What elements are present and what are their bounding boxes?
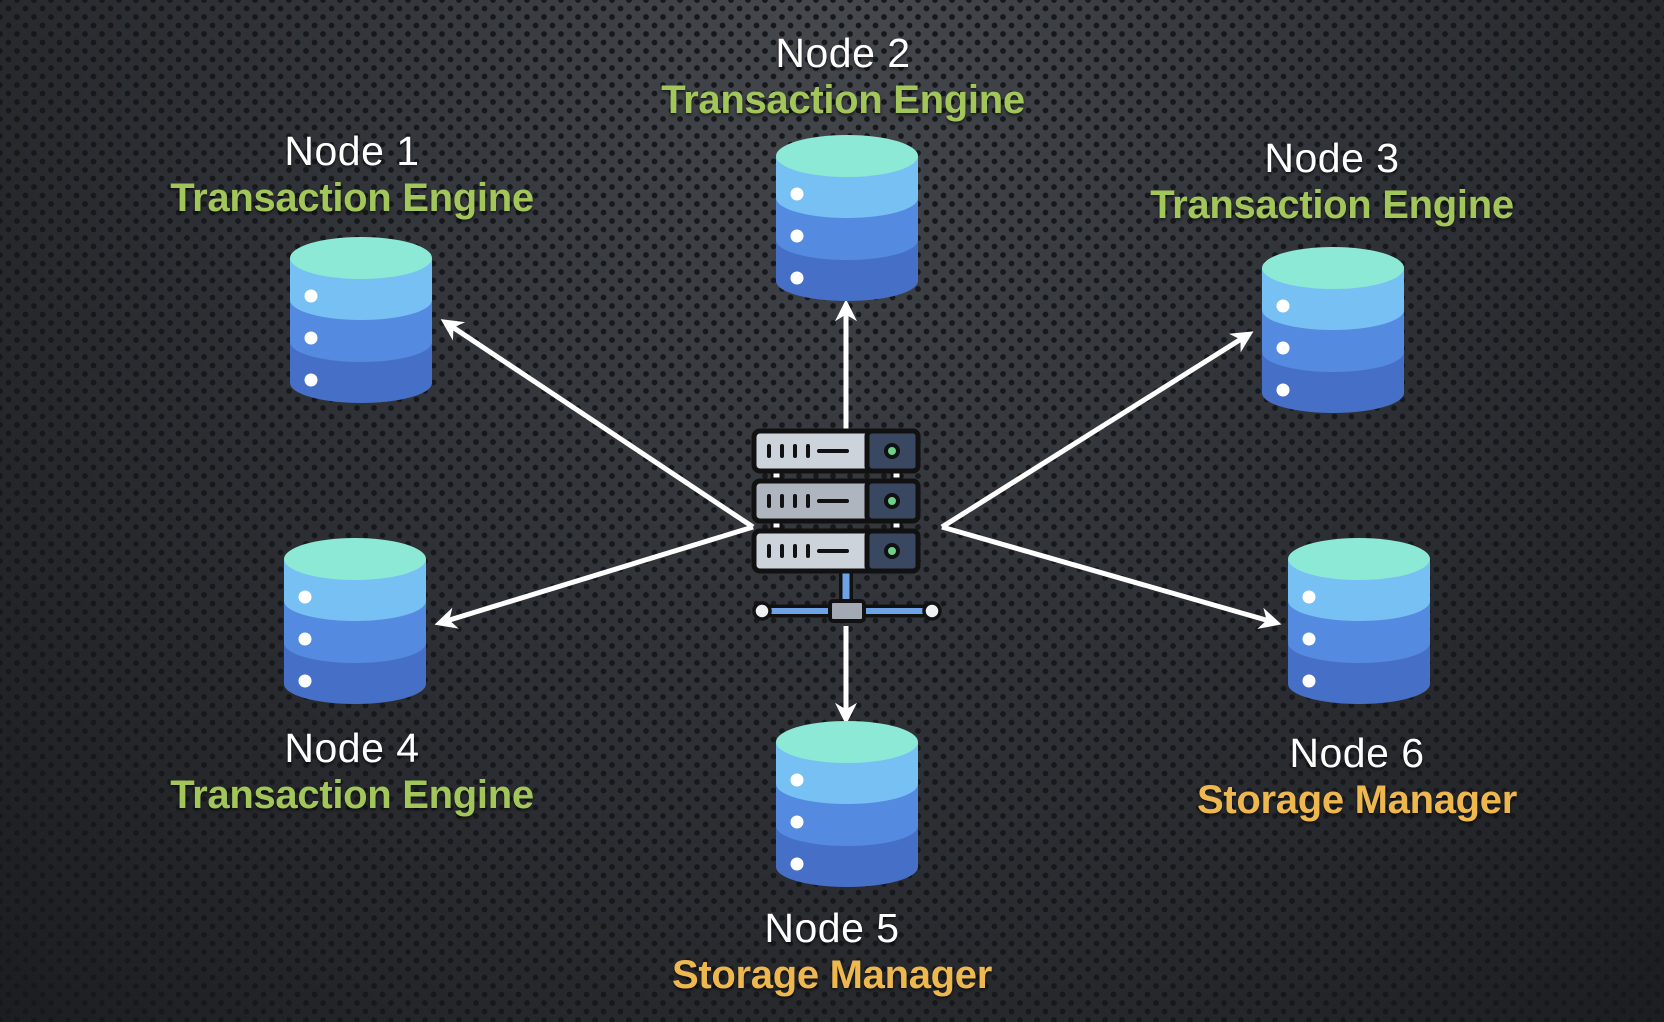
- node-4-database-icon: [284, 538, 426, 704]
- edges-group: [434, 299, 1282, 725]
- node-5-database-icon: [776, 721, 918, 887]
- node-6-database-icon: [1288, 538, 1430, 704]
- server-unit-2: [751, 478, 921, 524]
- node-2-role: Transaction Engine: [661, 78, 1025, 123]
- node-4-role: Transaction Engine: [170, 773, 534, 818]
- node-1-role: Transaction Engine: [170, 176, 534, 221]
- server-rack-icon: [751, 428, 942, 623]
- node-3-label: Node 3 Transaction Engine: [1150, 135, 1514, 228]
- node-5-name: Node 5: [764, 905, 900, 951]
- node-1-label: Node 1 Transaction Engine: [170, 128, 534, 221]
- server-unit-3: [751, 528, 921, 574]
- node-1-database-icon: [290, 237, 432, 403]
- arrow-hub-to-node-3: [940, 331, 1254, 530]
- server-unit-1: [751, 428, 921, 474]
- node-6-role: Storage Manager: [1196, 778, 1518, 823]
- node-3-database-icon: [1262, 247, 1404, 413]
- node-5-role: Storage Manager: [671, 953, 993, 998]
- arrow-hub-to-node-1: [440, 319, 755, 530]
- node-3-name: Node 3: [1264, 135, 1400, 181]
- arrow-hub-to-node-6: [941, 524, 1282, 629]
- node-3-role: Transaction Engine: [1150, 183, 1514, 228]
- node-2-database-icon: [776, 135, 918, 301]
- node-5-label: Node 5 Storage Manager: [672, 905, 992, 998]
- node-6-name: Node 6: [1289, 730, 1425, 776]
- node-2-label: Node 2 Transaction Engine: [661, 30, 1025, 123]
- node-4-name: Node 4: [284, 725, 420, 771]
- node-1-name: Node 1: [284, 128, 420, 174]
- arrow-hub-to-node-4: [434, 524, 754, 629]
- node-6-label: Node 6 Storage Manager: [1197, 730, 1517, 823]
- node-2-name: Node 2: [775, 30, 911, 76]
- node-4-label: Node 4 Transaction Engine: [170, 725, 534, 818]
